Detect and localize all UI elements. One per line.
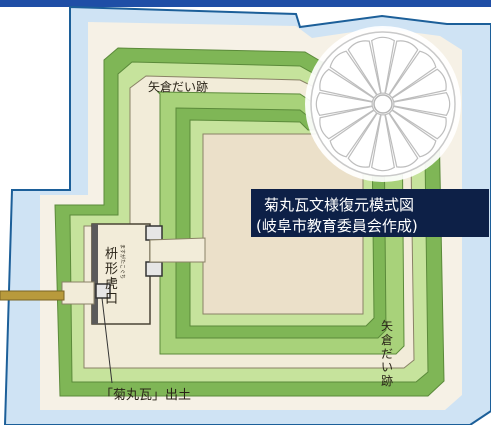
label-excavation: 「菊丸瓦」出土 bbox=[100, 388, 191, 403]
gate-post-west bbox=[95, 283, 111, 299]
label-masugata-1: 枡 bbox=[105, 247, 118, 262]
crest-petal bbox=[371, 36, 395, 94]
label-yagura-right-3: だ bbox=[381, 347, 393, 361]
gate-post-upper bbox=[145, 225, 163, 241]
label-yagura-right-1: 矢 bbox=[381, 319, 393, 333]
caption-credit: (岐阜市教育委員会作成) bbox=[256, 217, 418, 235]
crest-petal bbox=[319, 105, 375, 140]
label-masugata-4: 口 bbox=[105, 292, 118, 307]
excavation-leader-line bbox=[101, 297, 113, 384]
label-yagura-right-5: 跡 bbox=[381, 373, 393, 388]
crest-petal bbox=[391, 68, 447, 103]
crest-petal bbox=[347, 112, 382, 168]
crest-petal bbox=[319, 68, 375, 103]
gate-wall-left bbox=[92, 224, 98, 324]
gate-passage bbox=[149, 237, 206, 263]
crest-petal bbox=[371, 114, 395, 172]
caption-box: 菊丸瓦文様復元模式図 (岐阜市教育委員会作成) bbox=[251, 189, 489, 237]
label-yagura-right-2: 倉 bbox=[381, 332, 393, 347]
crest-petal bbox=[384, 112, 419, 168]
label-yagura-right-4: い bbox=[381, 360, 393, 374]
crest-petal bbox=[329, 109, 378, 158]
crest-petal bbox=[388, 109, 437, 158]
header-bar bbox=[0, 0, 491, 7]
label-masugata-2: 形 bbox=[105, 262, 118, 277]
crest-petal bbox=[388, 50, 437, 99]
masugata-ruby: ますがたこぐち bbox=[119, 244, 126, 279]
causeway-bridge bbox=[0, 290, 65, 301]
label-yagura-top: 矢倉だい跡 bbox=[148, 79, 208, 94]
gate-post-lower bbox=[145, 261, 163, 277]
chrysanthemum-crest-icon bbox=[305, 26, 461, 182]
west-entrance bbox=[61, 281, 95, 305]
crest-petal bbox=[391, 105, 447, 140]
crest-petal bbox=[329, 50, 378, 99]
crest-petal bbox=[347, 40, 382, 96]
crest-petal bbox=[384, 40, 419, 96]
crest-petal bbox=[393, 92, 451, 116]
label-masugata-3: 虎 bbox=[105, 277, 118, 292]
crest-petal bbox=[315, 92, 373, 116]
caption-title: 菊丸瓦文様復元模式図 bbox=[264, 196, 414, 214]
